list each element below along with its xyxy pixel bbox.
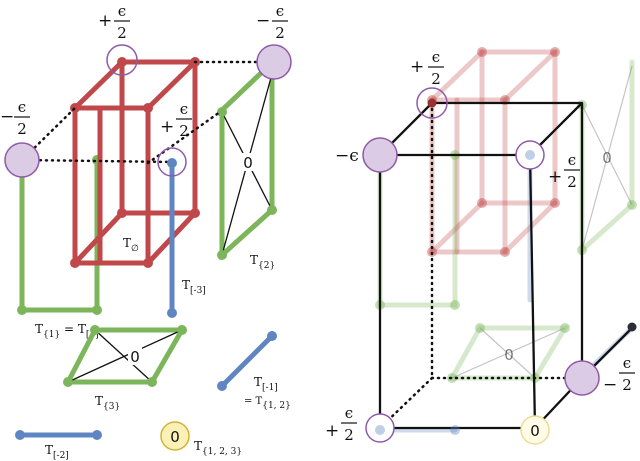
label-t-m1: T[-1] — [254, 375, 278, 393]
svg-text:ϵ: ϵ — [432, 48, 440, 66]
label-t-3: T{3} — [95, 394, 120, 412]
r-eps-label-mid: + ϵ 2 — [548, 151, 580, 191]
svg-text:ϵ: ϵ — [623, 354, 631, 372]
right-figure: 0 0 0 + — [325, 47, 637, 445]
eps-label-mid: + ϵ 2 — [160, 100, 192, 140]
r-yellow-zero-text: 0 — [530, 422, 540, 440]
svg-text:2: 2 — [275, 24, 285, 42]
red-cube-nodes — [70, 57, 200, 268]
svg-text:ϵ: ϵ — [345, 404, 353, 422]
svg-text:+: + — [548, 167, 562, 187]
t3-zero: 0 — [130, 348, 140, 366]
eps-label-left: − ϵ 2 — [0, 98, 30, 138]
yellow-zero-node — [160, 421, 190, 451]
right-dark-red-node — [427, 98, 437, 108]
label-t-m1-eq: = T{1, 2} — [244, 396, 291, 411]
svg-text:ϵ: ϵ — [276, 2, 284, 20]
right-black-node — [627, 322, 637, 332]
r-eps-label-top: + ϵ 2 — [410, 48, 444, 88]
svg-text:+: + — [410, 57, 424, 77]
eps-circle-top-right — [256, 44, 292, 80]
faded-zero-labels: 0 0 — [504, 149, 612, 364]
r-eps-circle-br — [564, 360, 600, 396]
r-faded-blue-node-b — [450, 425, 460, 435]
faded-green-lines — [451, 65, 633, 379]
r-eps-label-left: −ϵ — [335, 146, 359, 166]
svg-text:ϵ: ϵ — [180, 100, 188, 118]
r-eps-label-br: − ϵ 2 — [603, 354, 635, 395]
svg-text:ϵ: ϵ — [18, 98, 26, 116]
label-t-empty: T∅ — [123, 236, 139, 254]
svg-text:2: 2 — [567, 173, 577, 191]
r-eps-label-bl: + ϵ 2 — [325, 404, 357, 444]
r-yellow-zero-node — [520, 415, 550, 445]
eps-circle-top — [106, 44, 138, 76]
black-cube — [378, 101, 584, 430]
left-figure: 0 — [0, 2, 292, 461]
eps-label-top-right: − ϵ 2 — [256, 2, 288, 42]
label-t-2: T{2} — [250, 253, 275, 271]
svg-text:−: − — [603, 375, 617, 395]
svg-text:2: 2 — [622, 376, 632, 394]
blue-t-m3 — [167, 158, 177, 318]
svg-text:2: 2 — [179, 122, 189, 140]
svg-text:2: 2 — [344, 426, 354, 444]
green-t1-square — [19, 157, 100, 313]
svg-text:+: + — [160, 117, 174, 137]
svg-text:−: − — [256, 11, 270, 31]
yellow-zero-text: 0 — [170, 428, 180, 446]
green-t3-parallelogram — [63, 325, 187, 387]
green-node — [92, 305, 102, 315]
blue-t-m2 — [15, 430, 102, 440]
r-eps-circle-top — [416, 87, 448, 119]
green-node — [17, 305, 27, 315]
eps-circle-mid — [157, 147, 187, 177]
svg-text:0: 0 — [602, 149, 612, 167]
r-faded-blue-node-bl — [375, 425, 385, 435]
svg-text:2: 2 — [431, 70, 441, 88]
svg-text:+: + — [98, 11, 112, 31]
r-eps-circle-left — [362, 137, 398, 173]
svg-text:2: 2 — [117, 24, 127, 42]
green-t2-shape — [217, 67, 277, 261]
r-eps-circle-bl — [365, 413, 395, 443]
svg-text:2: 2 — [17, 120, 27, 138]
svg-text:ϵ: ϵ — [118, 2, 126, 20]
label-t-m2: T[-2] — [45, 443, 69, 461]
svg-text:0: 0 — [504, 346, 514, 364]
svg-text:−: − — [0, 107, 14, 127]
r-eps-circle-mid — [515, 140, 545, 170]
t2-zero: 0 — [243, 154, 253, 172]
faded-red-cube — [429, 49, 558, 255]
label-t-m3: T[-3] — [182, 278, 206, 296]
r-faded-blue-node-mid — [525, 150, 535, 160]
eps-circle-left — [4, 142, 40, 178]
eps-label-top: + ϵ 2 — [98, 2, 130, 42]
faded-green-nodes — [375, 100, 637, 383]
svg-text:+: + — [325, 421, 339, 441]
blue-t-m1 — [217, 331, 277, 391]
svg-text:ϵ: ϵ — [568, 151, 576, 169]
label-t-123: T{1, 2, 3} — [194, 439, 242, 457]
